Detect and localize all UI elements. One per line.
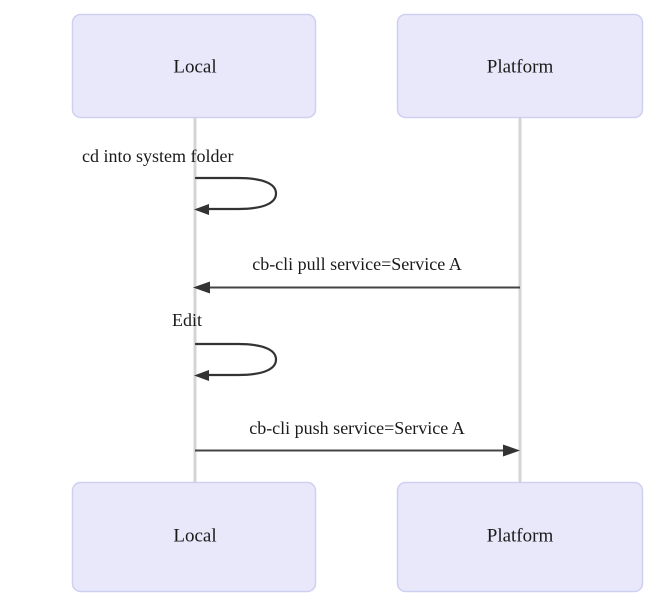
actor-box-local-top[interactable]: Local — [71, 13, 317, 119]
actor-box-platform-bottom[interactable]: Platform — [396, 481, 644, 593]
self-loop-arrowhead-2 — [194, 370, 209, 381]
actor-label-platform-top: Platform — [487, 56, 554, 77]
message-label-cd-into-system-folder: cd into system folder — [82, 146, 233, 166]
actor-label-local-top: Local — [173, 56, 216, 77]
message-label-cb-cli-pull: cb-cli pull service=Service A — [252, 254, 462, 274]
self-loop-path-1 — [194, 176, 278, 211]
message-arrow-cb-cli-pull[interactable]: cb-cli pull service=Service A — [193, 254, 520, 294]
message-arrowhead-cb-cli-pull — [193, 281, 210, 294]
actor-box-platform-top[interactable]: Platform — [396, 13, 644, 119]
message-label-edit: Edit — [172, 310, 202, 330]
message-self-edit[interactable]: Edit — [172, 310, 278, 381]
message-arrowhead-cb-cli-push — [503, 444, 520, 457]
actor-rect-platform-bottom — [396, 481, 644, 593]
actor-rect-local-bottom — [71, 481, 317, 593]
message-self-cd-into-system-folder[interactable]: cd into system folder — [82, 146, 278, 215]
actor-box-local-bottom[interactable]: Local — [71, 481, 317, 593]
actor-rect-platform-top — [396, 13, 644, 119]
message-label-cb-cli-push: cb-cli push service=Service A — [249, 418, 465, 438]
self-loop-path-2 — [194, 342, 278, 377]
message-arrow-cb-cli-push[interactable]: cb-cli push service=Service A — [195, 418, 520, 457]
self-loop-arrowhead-1 — [194, 204, 209, 215]
actor-rect-local-top — [71, 13, 317, 119]
actor-label-platform-bottom: Platform — [487, 525, 554, 546]
actor-label-local-bottom: Local — [173, 525, 216, 546]
